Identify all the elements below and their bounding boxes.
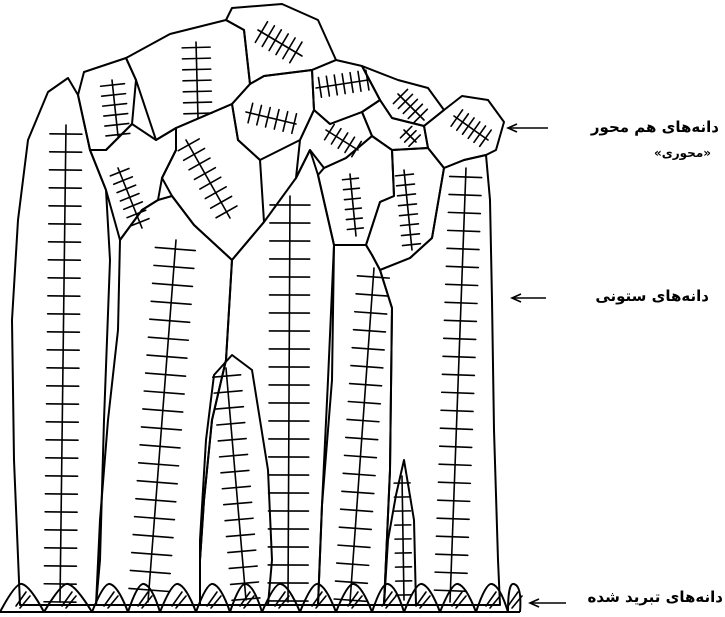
dendrite-arm [182,47,210,48]
dendrite-arm [444,338,476,339]
dendrite-arm [347,228,363,230]
dendrite-arm [205,187,226,199]
equiaxed-grain-outline [232,70,314,160]
columnar-grain-outline [380,155,500,605]
equiaxed-grain-outline [366,148,444,270]
dendrite-arm [444,320,476,321]
dendrite-arm [200,177,221,189]
chill-grain-dendrite [486,592,496,606]
chill-grain-dendrite [312,592,322,606]
dendrite-arm [438,482,470,483]
dendrite-arm [401,224,419,226]
dendrite-arm [345,137,355,152]
dendrite-arm [331,129,341,144]
dendrite-arm [446,266,478,267]
dendrite-arm [117,185,136,192]
dendrite-arm [439,464,471,465]
dendrite-arm [189,158,210,170]
dendrite-arm [110,168,129,175]
dendrite-arm [184,102,212,103]
dendrite-arm [441,410,473,411]
dendrite-arm [443,356,475,357]
chill-grain-dendrite [207,592,217,606]
dendrite-arm [343,178,359,180]
dendrite-arm [445,302,477,303]
dendrite-arm [399,204,417,206]
chill-grain-dendrite [172,592,182,606]
dendrite-arm [435,572,467,573]
columnar-grains-label: دانه‌های ستونی [595,287,709,305]
chill-grain-dendrite [275,592,285,606]
dendrite-arm [338,133,348,148]
dendrite-arm [194,168,215,180]
chill-grain-dendrite [104,592,114,606]
dendrite-arm [346,218,362,220]
dendrite-trunk [226,368,246,600]
dendrite-trunk [288,196,290,602]
dendrite-trunk [350,268,374,602]
dendrite-arm [216,206,237,218]
columnar-grain-outline [200,150,334,605]
dendrite-arm [440,446,472,447]
dendrite-trunk [186,140,230,218]
chill-grain-dendrite [452,592,462,606]
dendrite-arm [450,176,482,177]
dendrite-arm [396,174,414,176]
dendrite-arm [400,214,418,216]
dendrite-arm [440,428,472,429]
dendrite-trunk [148,240,176,602]
dendrite-arm [403,244,421,246]
chill-grain-dendrite [16,592,26,606]
dendrite-arm [437,518,469,519]
equiaxed-grains-sublabel: «محوری» [654,146,711,160]
dendrite-arm [178,139,199,151]
grain-boundaries [0,4,520,612]
dendrite-arm [447,248,479,249]
dendrite-arm [325,124,335,139]
dendrite-trunk [404,170,412,250]
dendrite-arm [184,113,212,114]
dendrite-arm [114,177,133,184]
dendrite-arm [436,554,468,555]
chill-grain-dendrite [138,592,148,606]
dendrite-arm [182,58,210,59]
dendrite-arm [211,196,232,208]
dendrite-arm [446,284,478,285]
dendrite-trunk [246,112,296,124]
chill-grains-label: دانه‌های تبرید شده [588,588,723,606]
dendrite-arm [397,184,415,186]
dendrite-arm [442,392,474,393]
dendrite-arm [344,198,360,200]
equiaxed-grain-outline [362,66,444,126]
dendrite-arm [345,208,361,210]
dendrite-arm [343,188,359,190]
dendrite-arm [438,500,470,501]
equiaxed-grains-label: دانه‌های هم محور [591,118,719,136]
dendrite-trunk [112,80,118,136]
dendrite-arm [398,194,416,196]
dendrite-arm [183,80,211,81]
dendrite-arm [183,91,211,92]
dendrite-arm [442,374,474,375]
dendrite-arm [184,148,205,160]
dendrite-arm [448,230,480,231]
label-arrows [508,124,566,607]
dendrite-arm [352,141,362,156]
dendrite-arm [402,234,420,236]
dendrite-trunk [350,174,356,236]
chill-grain-dendrite [62,592,72,606]
chill-grain-dendrite [416,592,426,606]
dendrite-arm [434,590,466,591]
dendrite-arm [448,212,480,213]
dendrite-arm [183,69,211,70]
dendrite-arm [124,202,143,209]
dendrite-arm [449,194,481,195]
dendrite-arms [16,22,522,608]
dendrite-arm [436,536,468,537]
dendrite-arm [120,194,139,201]
